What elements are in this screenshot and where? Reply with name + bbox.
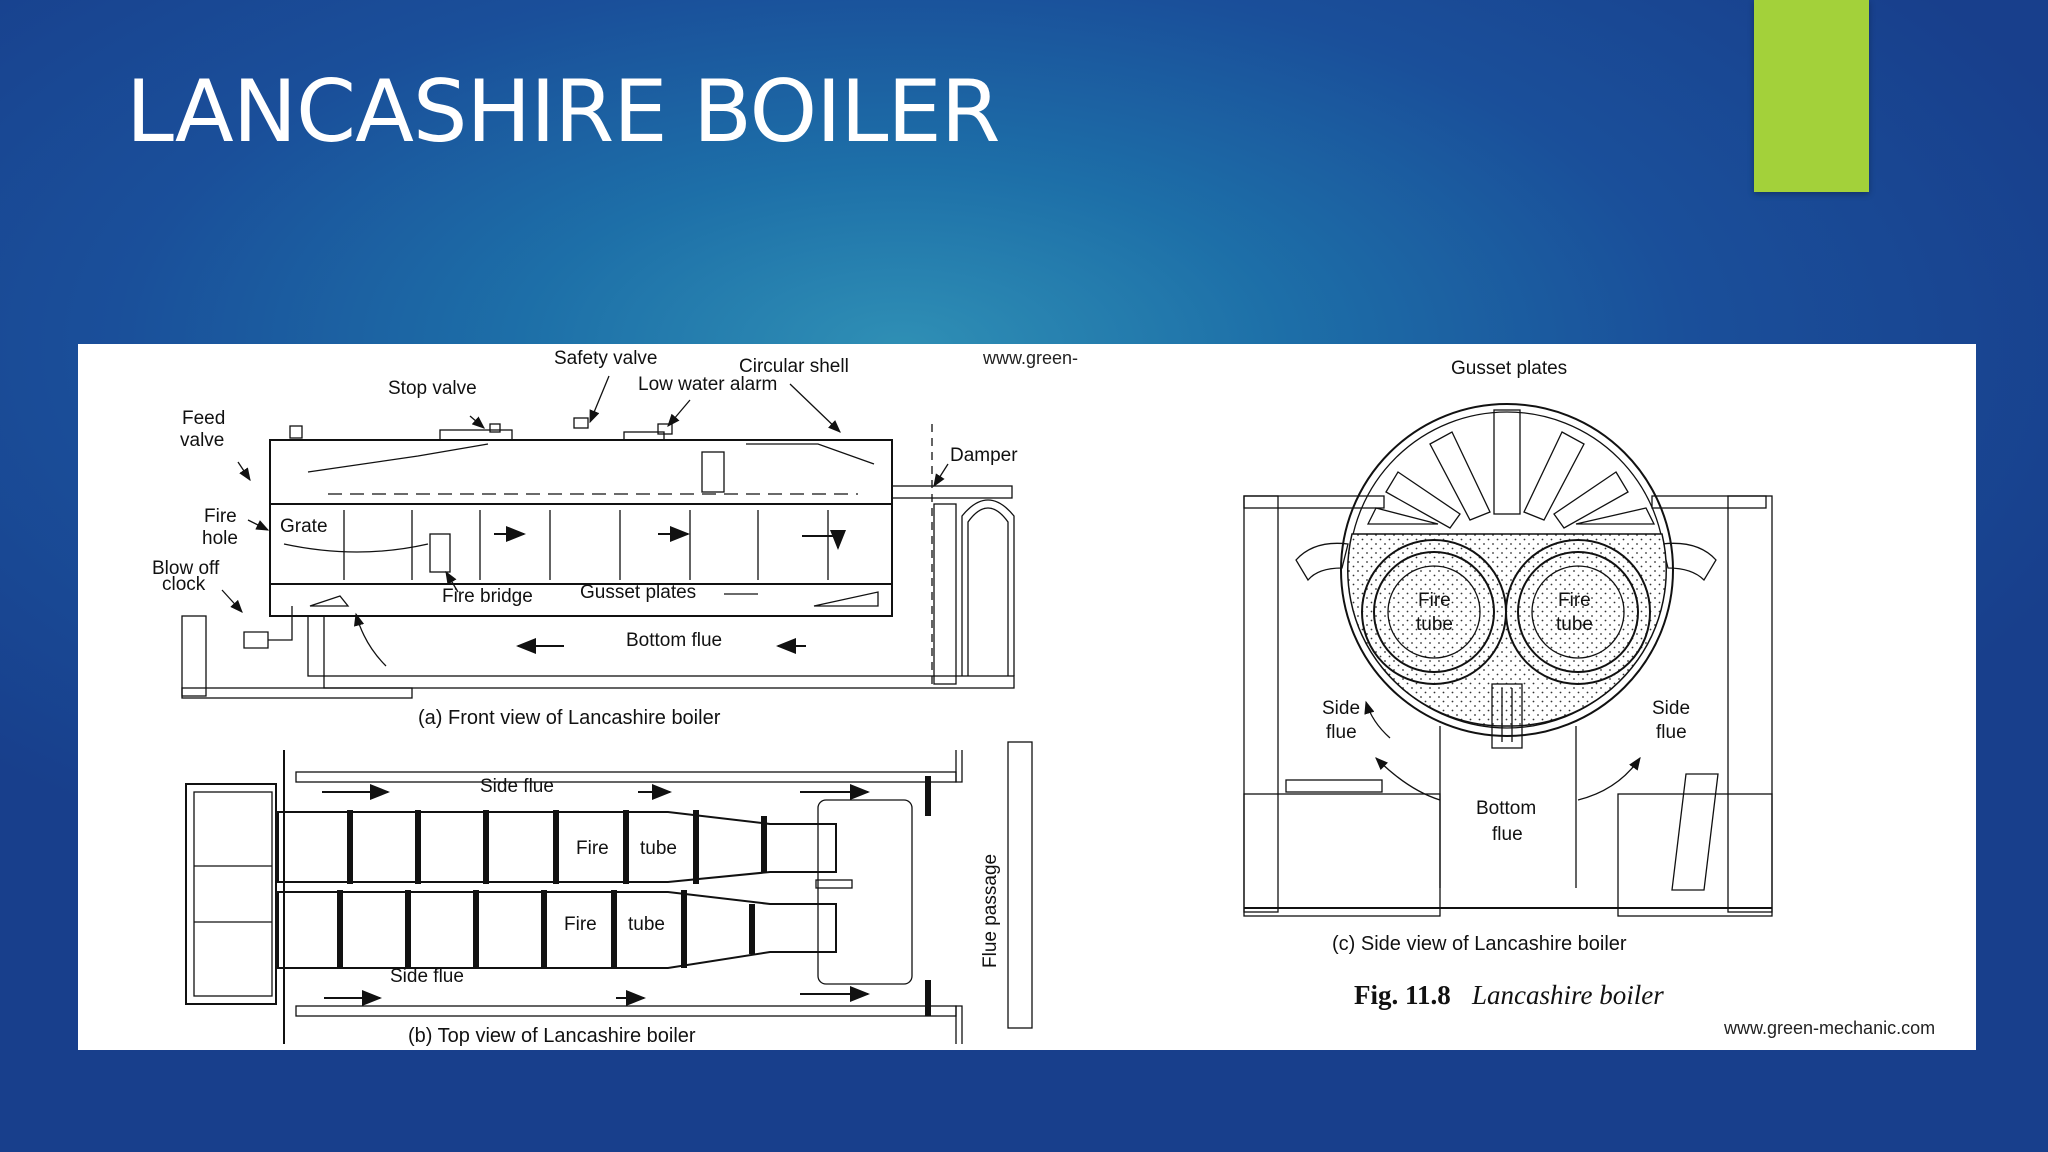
label-grate: Grate <box>280 516 328 537</box>
watermark-partial: www.green- <box>982 348 1078 368</box>
label-fire-hole-line1: Fire <box>204 506 237 527</box>
label-side-flue-left-line2: flue <box>1326 722 1357 743</box>
label-fire-tube-2-tube: tube <box>628 914 665 935</box>
slide-title: LANCASHIRE BOILER <box>126 62 1001 162</box>
label-fire-tube-2-fire: Fire <box>564 914 597 935</box>
label-fire-tube-1-tube: tube <box>640 838 677 859</box>
label-side-flue-right-line2: flue <box>1656 722 1687 743</box>
front-view-drawing <box>181 375 1015 699</box>
label-fire-left-line2: tube <box>1416 614 1453 635</box>
label-fire-right-line1: Fire <box>1558 590 1591 611</box>
label-safety-valve: Safety valve <box>554 348 658 369</box>
label-low-water-alarm: Low water alarm <box>638 374 777 395</box>
figure-title: Lancashire boiler <box>1471 980 1664 1010</box>
diagram-figure: Safety valve Circular shell www.green- S… <box>78 344 1976 1050</box>
label-circular-shell: Circular shell <box>739 356 849 377</box>
label-flue-passage: Flue passage <box>980 854 1001 968</box>
label-blow-off-line1: Blow off <box>152 558 220 579</box>
side-view-drawing <box>1243 403 1773 917</box>
label-side-flue-left-line1: Side <box>1322 698 1360 719</box>
label-fire-right-line2: tube <box>1556 614 1593 635</box>
watermark: www.green-mechanic.com <box>1723 1018 1935 1038</box>
label-blow-off-line2: clock <box>162 574 206 595</box>
label-feed-valve-line2: valve <box>180 430 224 451</box>
caption-front-view: (a) Front view of Lancashire boiler <box>418 707 721 729</box>
label-side-flue-right-line1: Side <box>1652 698 1690 719</box>
label-bottom-flue: Bottom flue <box>626 630 722 651</box>
label-fire-left-line1: Fire <box>1418 590 1451 611</box>
label-fire-bridge: Fire bridge <box>442 586 533 607</box>
label-fire-tube-1-fire: Fire <box>576 838 609 859</box>
figure-number: Fig. 11.8 <box>1354 980 1451 1010</box>
lancashire-boiler-diagram: Safety valve Circular shell www.green- S… <box>152 348 1935 1047</box>
label-side-flue-top: Side flue <box>480 776 554 797</box>
label-feed-valve-line1: Feed <box>182 408 225 429</box>
label-fire-hole-line2: hole <box>202 528 238 549</box>
label-gusset-plates-side: Gusset plates <box>1451 358 1567 379</box>
accent-bar <box>1754 0 1869 192</box>
top-view-drawing <box>185 741 1033 1044</box>
caption-side-view: (c) Side view of Lancashire boiler <box>1332 933 1627 955</box>
label-stop-valve: Stop valve <box>388 378 477 399</box>
label-bottom-flue-line1: Bottom <box>1476 798 1536 819</box>
label-damper: Damper <box>950 445 1018 466</box>
label-bottom-flue-line2: flue <box>1492 824 1523 845</box>
label-side-flue-bottom: Side flue <box>390 966 464 987</box>
caption-top-view: (b) Top view of Lancashire boiler <box>408 1025 696 1047</box>
label-gusset-plates: Gusset plates <box>580 582 696 603</box>
